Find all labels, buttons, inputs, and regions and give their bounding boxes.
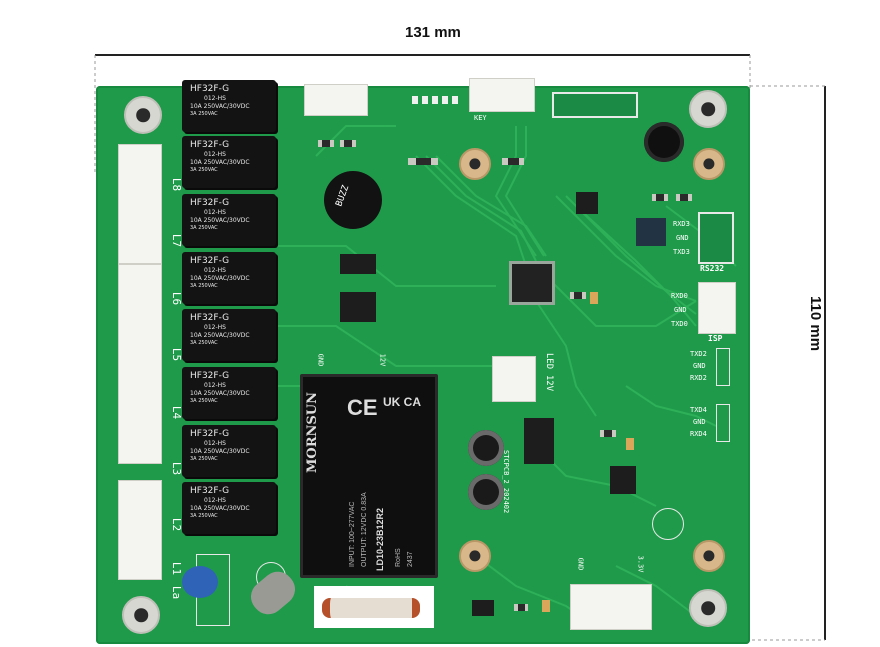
label-key: KEY — [474, 114, 487, 122]
mount-hole-top-left — [124, 96, 162, 134]
mcu-chip — [512, 264, 552, 302]
smd-resistor — [318, 140, 334, 147]
label-gnd-rs232: GND — [676, 234, 689, 242]
ic-small-1 — [340, 254, 376, 274]
diode — [472, 600, 494, 616]
label-gnd-bottom: GND — [576, 557, 585, 571]
ic-eeprom — [576, 192, 598, 214]
power-module-brand: MORNSUN — [305, 391, 320, 473]
label-rxd4: RXD4 — [690, 430, 707, 438]
connector-top-left — [304, 84, 368, 116]
smd-resistor — [676, 194, 692, 201]
smd-capacitor — [590, 292, 598, 304]
power-module-output: OUTPUT: 12VDC 0.83A — [361, 492, 368, 567]
label-txd3: TXD3 — [673, 248, 690, 256]
crystal-outline — [652, 508, 684, 540]
regulator — [524, 418, 554, 464]
smd-resistor — [502, 158, 524, 165]
label-3v3: 3.3V — [636, 555, 645, 573]
smd-capacitor — [542, 600, 550, 612]
label-12v-module: 12V — [378, 353, 387, 367]
label-gnd-module: GND — [316, 353, 325, 367]
power-module-ukca: UK CA — [383, 395, 421, 409]
power-module: MORNSUN CE UK CA LD10-23B12R2 INPUT: 100… — [300, 374, 438, 578]
label-txd2: TXD2 — [690, 350, 707, 358]
label-board-id: STCPCB_2 202402 — [502, 450, 510, 514]
header-uart2 — [716, 348, 730, 386]
mount-hole-bottom-left — [122, 596, 160, 634]
mount-hole-top-right — [689, 90, 727, 128]
label-gnd-uart2: GND — [693, 362, 706, 370]
header-uart4 — [716, 404, 730, 442]
mount-hole-mid-3 — [459, 540, 491, 572]
mount-hole-mid-1 — [459, 148, 491, 180]
connector-bottom — [570, 584, 652, 630]
terminal-block-top — [118, 144, 162, 264]
dimension-width-label: 131 mm — [405, 24, 461, 41]
mount-hole-mid-4 — [693, 540, 725, 572]
label-isp: ISP — [708, 334, 723, 343]
power-module-ce: CE — [347, 395, 378, 420]
power-module-date: 2437 — [407, 551, 414, 567]
ic-driver — [610, 466, 636, 494]
connector-key — [469, 78, 535, 112]
mount-hole-bottom-right — [689, 589, 727, 627]
label-led: LED — [544, 352, 555, 370]
label-gnd-uart4: GND — [693, 418, 706, 426]
smd-resistor — [408, 158, 438, 165]
header-pins-top — [412, 96, 462, 104]
power-module-input: INPUT: 100~277VAC — [349, 501, 356, 567]
smd-resistor — [600, 430, 616, 437]
label-txd0: TXD0 — [671, 320, 688, 328]
ic-rs232 — [636, 218, 666, 246]
buzzer — [324, 171, 382, 229]
label-rxd2: RXD2 — [690, 374, 707, 382]
power-module-rohs: RoHS — [395, 548, 402, 567]
smd-resistor — [570, 292, 586, 299]
capacitor-1 — [468, 430, 504, 466]
capacitor-2 — [468, 474, 504, 510]
label-l1: L1 — [170, 561, 184, 576]
smd-resistor — [340, 140, 356, 147]
label-gnd-isp: GND — [674, 306, 687, 314]
label-la: La — [170, 585, 184, 600]
connector-led — [492, 356, 536, 402]
label-led-12v: 12V — [544, 374, 555, 392]
connector-rs232 — [698, 212, 734, 264]
smd-capacitor — [626, 438, 634, 450]
ic-small-2 — [340, 292, 376, 322]
connector-isp — [698, 282, 736, 334]
power-module-model: LD10-23B12R2 — [375, 507, 385, 571]
label-txd4: TXD4 — [690, 406, 707, 414]
fpc-connector — [552, 92, 638, 118]
terminal-block-middle — [118, 264, 162, 464]
power-resistor — [322, 598, 420, 618]
capacitor-blue — [182, 566, 218, 598]
label-rxd0: RXD0 — [671, 292, 688, 300]
mount-hole-mid-2 — [693, 148, 725, 180]
label-rs232: RS232 — [700, 264, 725, 273]
capacitor-top-right — [644, 122, 684, 162]
terminal-block-bottom — [118, 480, 162, 580]
label-rxd3: RXD3 — [673, 220, 690, 228]
smd-resistor — [514, 604, 528, 611]
smd-resistor — [652, 194, 668, 201]
